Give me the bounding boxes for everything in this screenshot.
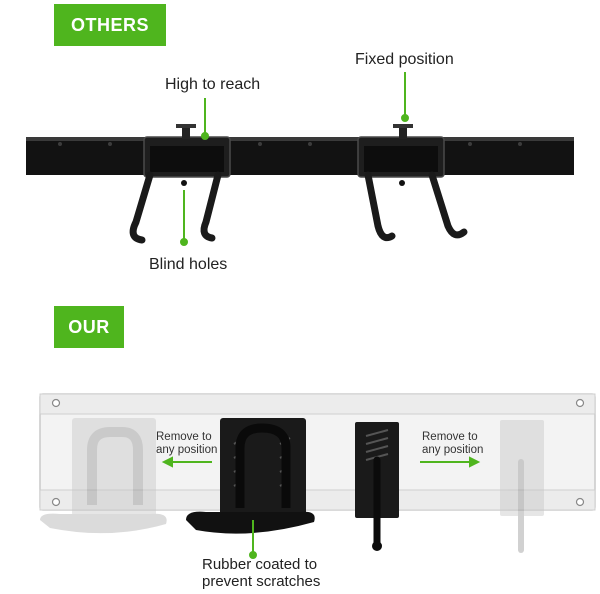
others-callout-lines [180, 72, 409, 246]
remove-right-label: Remove to any position [422, 431, 483, 457]
remove-right-line2: any position [422, 444, 484, 456]
our-single-hook [355, 422, 399, 551]
our-callout-lines [161, 456, 481, 559]
high-to-reach-label: High to reach [165, 76, 261, 93]
others-badge: OTHERS [54, 4, 166, 46]
rubber-coated-label: Rubber coated to prevent scratches [202, 556, 320, 590]
remove-left-label: Remove to any position [156, 431, 217, 457]
others-hook-left [129, 124, 231, 244]
our-ghost-hook-left [40, 418, 167, 534]
our-main-hook [186, 418, 315, 534]
our-badge: OUR [54, 306, 124, 348]
others-hook-right [357, 124, 468, 242]
blind-holes-label: Blind holes [149, 256, 228, 273]
others-black-rail [26, 137, 574, 175]
rubber-line1: Rubber coated to [202, 556, 318, 573]
rubber-line2: prevent scratches [202, 573, 321, 590]
remove-left-line1: Remove to [156, 431, 212, 443]
remove-right-line1: Remove to [422, 431, 478, 443]
remove-left-line2: any position [156, 444, 218, 456]
our-white-rail [39, 393, 596, 511]
fixed-position-label: Fixed position [355, 51, 454, 68]
our-ghost-hook-right [500, 420, 544, 553]
